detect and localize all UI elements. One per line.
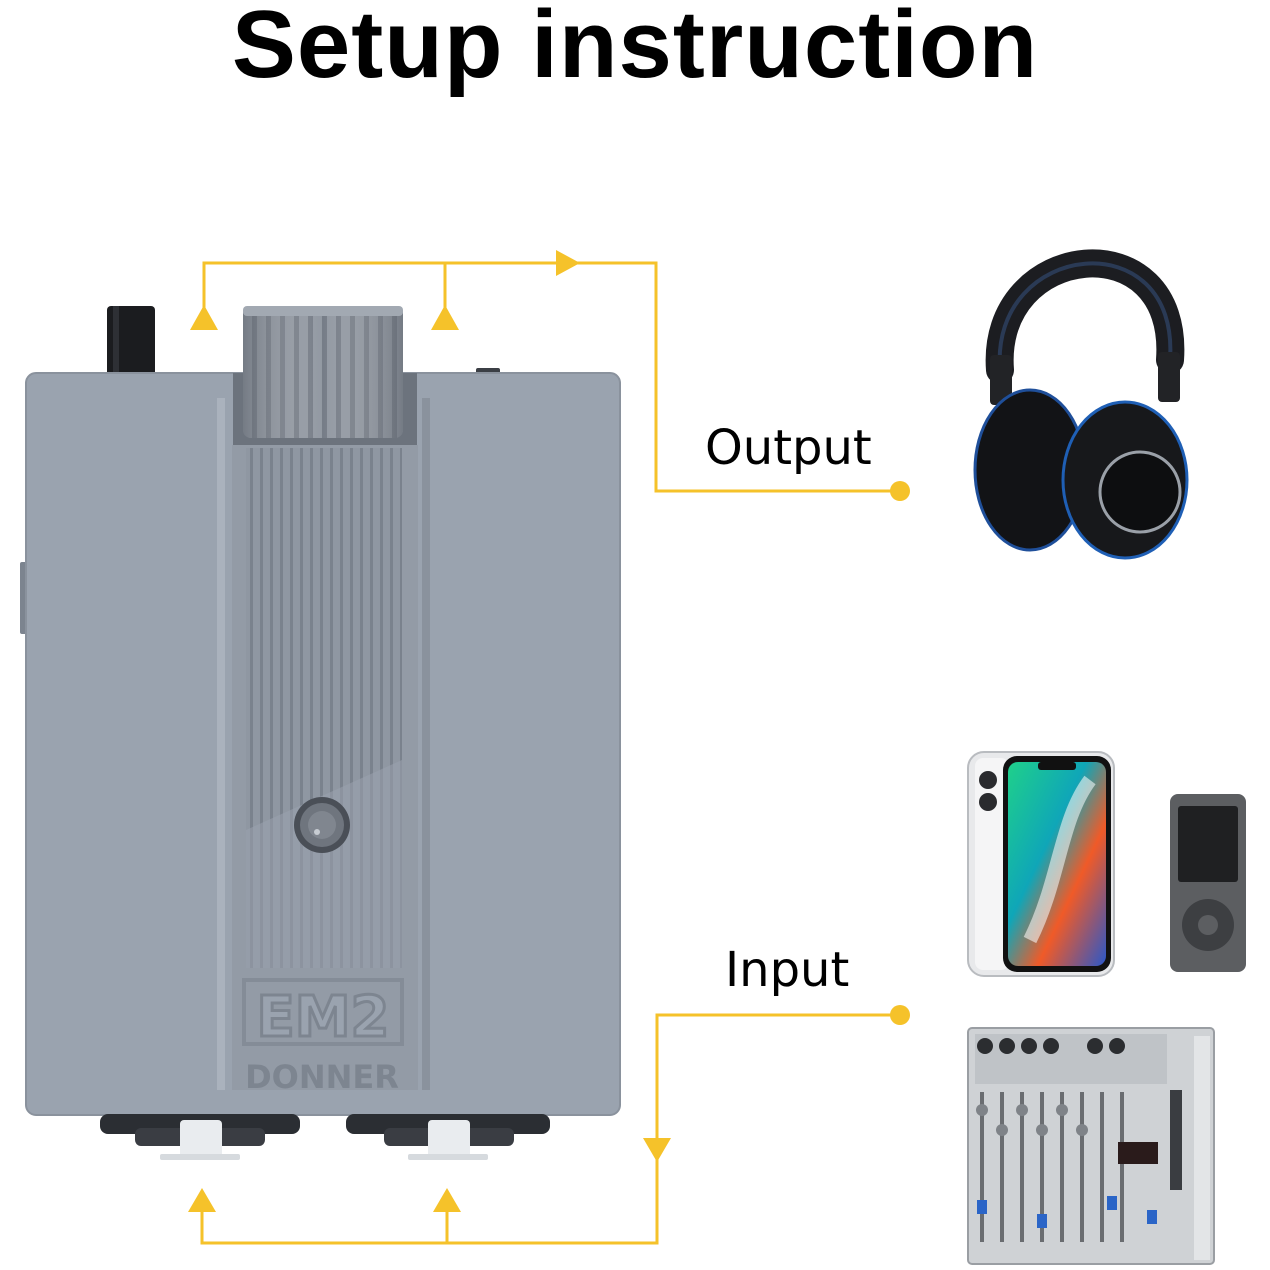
volume-knob bbox=[243, 306, 403, 438]
input-endpoint-dot bbox=[890, 1005, 910, 1025]
arrow-up-icon bbox=[188, 1188, 216, 1212]
input-jack-right bbox=[346, 1114, 550, 1160]
model-logo: EM2 bbox=[242, 978, 404, 1052]
input-label: Input bbox=[725, 942, 850, 998]
power-button bbox=[294, 797, 350, 853]
arrow-right-icon bbox=[556, 250, 580, 276]
arrow-up-icon bbox=[190, 305, 218, 330]
arrow-up-icon bbox=[431, 305, 459, 330]
mp3-player-image bbox=[1170, 794, 1246, 972]
brand-text: DONNER bbox=[245, 1058, 399, 1096]
model-text: EM2 bbox=[257, 985, 390, 1050]
smartphone-image bbox=[967, 751, 1115, 977]
page-title: Setup instruction bbox=[231, 0, 1039, 98]
audio-mixer-image bbox=[967, 1027, 1215, 1265]
headphone-amplifier: EM2 DONNER bbox=[20, 306, 621, 1160]
headphones-image bbox=[973, 249, 1189, 560]
input-arrows bbox=[188, 1005, 910, 1212]
output-arrows bbox=[190, 250, 910, 501]
output-label: Output bbox=[705, 420, 872, 476]
arrow-up-icon bbox=[433, 1188, 461, 1212]
output-endpoint-dot bbox=[890, 481, 910, 501]
arrow-down-icon bbox=[643, 1138, 671, 1162]
input-jack-left bbox=[100, 1114, 300, 1160]
